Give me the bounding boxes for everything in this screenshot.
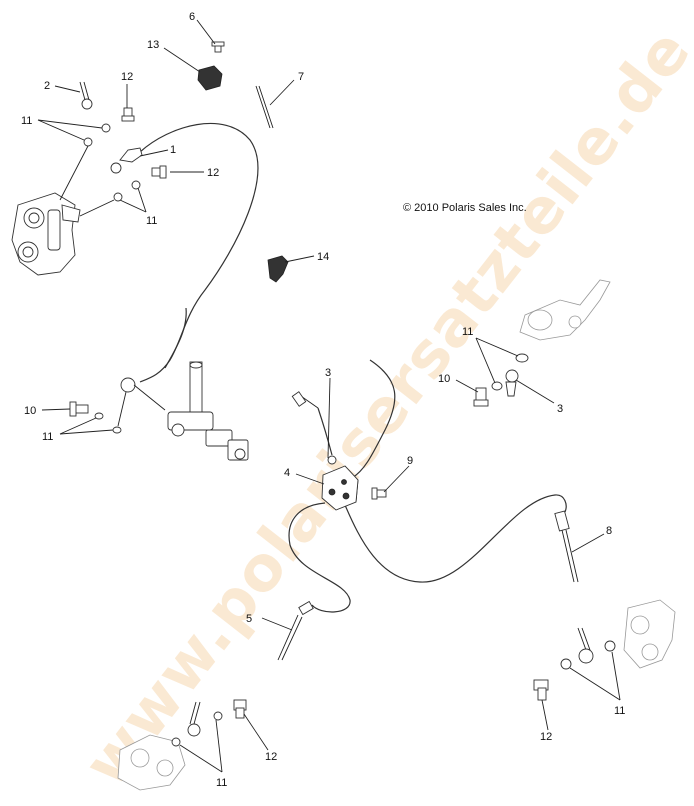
hose-5 — [277, 600, 314, 661]
hose-8 — [554, 510, 579, 583]
front-master-cylinder — [167, 361, 249, 461]
washer — [171, 737, 181, 747]
washer — [113, 192, 123, 202]
bolt-10-right — [473, 387, 489, 407]
washer — [112, 426, 122, 434]
fitting-3-right — [505, 369, 519, 397]
callout-3-right: 3 — [557, 403, 563, 415]
cable-tie-7 — [255, 85, 274, 129]
callout-1: 1 — [170, 144, 176, 156]
callout-12-bottom: 12 — [265, 751, 277, 763]
bolt-12-mid — [151, 165, 167, 179]
copyright-text: © 2010 Polaris Sales Inc. — [403, 202, 527, 214]
callout-11-caliper: 11 — [146, 215, 157, 227]
fitting-bottom-left — [187, 701, 201, 737]
callout-5: 5 — [246, 613, 252, 625]
switch-13 — [197, 65, 223, 91]
watermark-text: www.polarisersatzteile.de — [69, 15, 694, 800]
brake-hoses — [139, 122, 567, 613]
callout-12-mid: 12 — [207, 167, 219, 179]
washer — [491, 381, 503, 391]
callout-13: 13 — [147, 39, 159, 51]
fitting-right-caliper — [577, 627, 594, 664]
hose-fitting-left — [120, 377, 166, 411]
callout-2: 2 — [44, 80, 50, 92]
callout-3-center: 3 — [325, 367, 331, 379]
bolt-12-bottom — [233, 699, 247, 719]
callout-12-bottom-right: 12 — [540, 731, 552, 743]
bolt-10-left — [69, 401, 89, 417]
washer — [83, 137, 93, 147]
callout-12-top: 12 — [121, 71, 133, 83]
front-left-caliper — [11, 192, 81, 276]
callout-8: 8 — [606, 525, 612, 537]
fitting-2 — [79, 81, 93, 110]
washer — [604, 640, 616, 652]
washer — [94, 412, 104, 420]
callout-14: 14 — [317, 251, 329, 263]
washer — [515, 353, 529, 363]
bolt-12-top — [121, 107, 135, 122]
callout-7: 7 — [298, 71, 304, 83]
fitting-1 — [110, 147, 143, 174]
callout-9: 9 — [407, 455, 413, 467]
callout-11-top: 11 — [21, 115, 32, 127]
washer — [560, 658, 572, 670]
callout-11-bottom-left: 11 — [216, 777, 227, 789]
fitting-3-center — [291, 391, 337, 465]
leader-lines — [37, 19, 621, 773]
bolt-12-bottom-right — [533, 679, 549, 701]
callout-6: 6 — [189, 11, 195, 23]
callout-10-left: 10 — [24, 405, 36, 417]
callout-labels: 6 13 7 2 12 11 1 12 11 14 11 10 3 3 4 9 … — [21, 11, 625, 789]
watermark: www.polarisersatzteile.de — [69, 15, 694, 800]
rear-right-caliper — [623, 599, 676, 669]
rear-master-cylinder — [519, 279, 611, 341]
junction-block-4 — [321, 465, 359, 511]
washer — [101, 123, 111, 133]
callout-10-right: 10 — [438, 373, 450, 385]
bolt-9 — [371, 487, 387, 500]
washer — [131, 180, 141, 190]
callout-4: 4 — [284, 467, 290, 479]
washer — [213, 711, 223, 721]
callout-11-left: 11 — [42, 431, 53, 443]
clip-14 — [267, 255, 289, 283]
bolt-6 — [211, 41, 225, 53]
rear-left-caliper — [117, 734, 186, 791]
callout-11-right: 11 — [462, 326, 473, 338]
callout-11-bottom-right: 11 — [614, 705, 625, 717]
